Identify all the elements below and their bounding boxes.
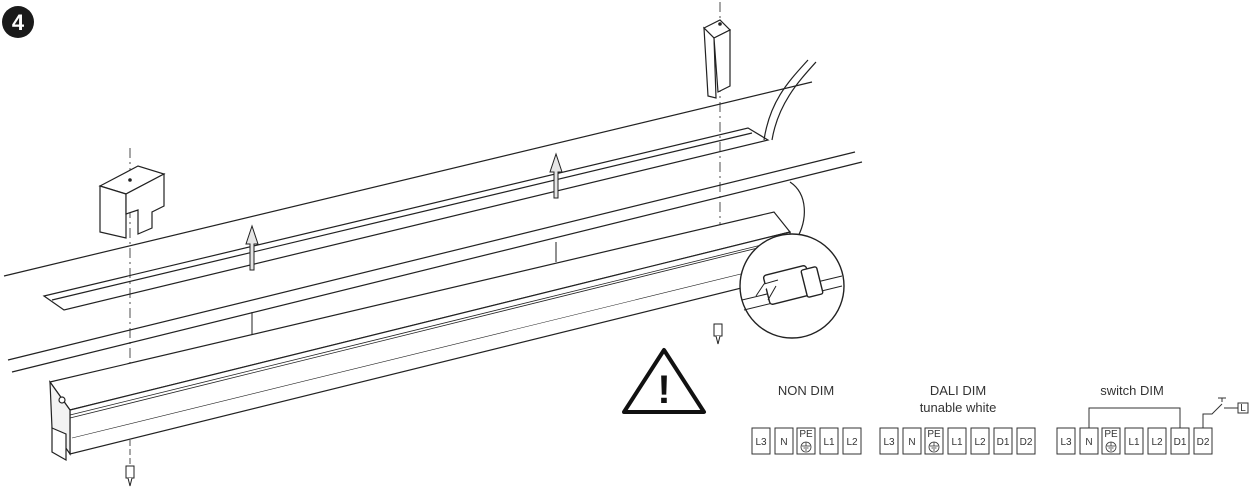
earth-ground-icon [1105, 441, 1117, 453]
terminal-label: N [1085, 437, 1092, 448]
terminal-label: L1 [1128, 437, 1140, 448]
group-title: switch DIM [1100, 383, 1164, 398]
group-title: DALI DIM [930, 383, 986, 398]
terminal-label: L2 [974, 437, 986, 448]
mounting-bracket-left [98, 148, 166, 378]
step-number: 4 [12, 10, 25, 35]
terminal-label: L2 [1151, 437, 1163, 448]
terminal-label: L2 [846, 437, 858, 448]
warning-mark: ! [657, 368, 670, 412]
earth-ground-icon [800, 441, 812, 453]
terminal-label: PE [1104, 429, 1118, 440]
connector-detail [739, 233, 845, 339]
group-title: NON DIM [778, 383, 834, 398]
screw-right [713, 323, 723, 345]
terminal-label: N [780, 437, 787, 448]
terminal-label: N [908, 437, 915, 448]
wiring-group-switch-dim: switch DIM L L3 N PE L1 L2 D1 D2 [1056, 383, 1249, 455]
terminal-label: PE [799, 429, 813, 440]
earth-ground-icon [928, 441, 940, 453]
terminal-label: L1 [951, 437, 963, 448]
terminal-label: L3 [755, 437, 767, 448]
warning-triangle-icon: ! [622, 348, 706, 414]
luminaire-body [48, 211, 792, 462]
ceiling-illustration [3, 81, 863, 373]
terminal-label: D2 [1197, 437, 1210, 448]
wiring-group-dali-dim: DALI DIM tunable white L3 N PE L1 L2 D1 … [879, 383, 1036, 455]
terminal-label: PE [927, 429, 941, 440]
terminal-label: D1 [1174, 437, 1187, 448]
terminal-label: D2 [1020, 437, 1033, 448]
switch-label: L [1240, 403, 1246, 414]
terminal-label: L3 [1060, 437, 1072, 448]
group-subtitle: tunable white [920, 400, 997, 415]
terminal-label: L1 [823, 437, 835, 448]
screw-left [125, 440, 135, 487]
wiring-group-non-dim: NON DIM L3 N PE L1 L2 [751, 383, 862, 455]
terminal-label: L3 [883, 437, 895, 448]
mounting-bracket-right [702, 2, 732, 236]
lift-arrows [245, 152, 563, 338]
step-badge: 4 [2, 6, 34, 38]
terminal-label: D1 [997, 437, 1010, 448]
switch-symbol: L [1237, 402, 1249, 414]
